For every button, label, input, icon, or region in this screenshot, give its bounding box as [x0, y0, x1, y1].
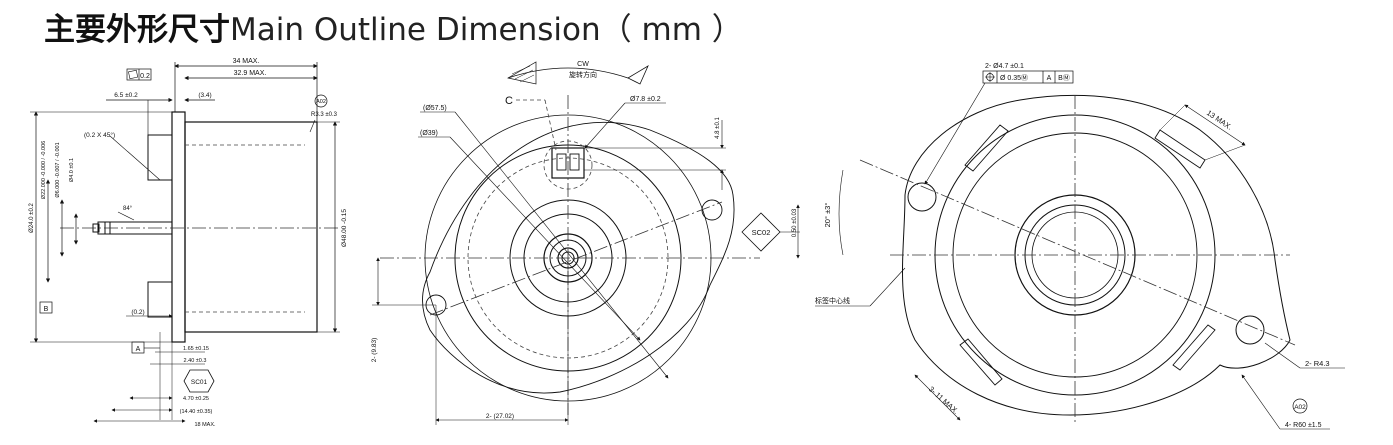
flatness-symbol-icon: [128, 69, 139, 80]
dim-1-65: 1.65 ±0.15: [183, 346, 209, 352]
dim-r60: 4- R60 ±1.5: [1285, 422, 1322, 429]
note-chamfer: (0.2 X 45°): [84, 131, 115, 139]
front-view: CW 旋转方向 C (Ø57.5) (Ø39) Ø7.8 ±0.2 4.8 ±0…: [371, 61, 800, 425]
position-tolerance-frame: [982, 70, 1074, 84]
rotation-arrow-head-icon: [627, 65, 649, 85]
tag-a02-icon: [314, 94, 328, 108]
label-c: C: [505, 95, 513, 107]
datum-b-box: [39, 301, 53, 314]
tab-top-right: [1154, 129, 1206, 169]
dim-dia-24: Ø24.0 ±0.2: [29, 203, 35, 233]
label-centerline: 标签中心线: [815, 296, 850, 305]
back-flange-outline: [902, 94, 1291, 416]
dim-14-40: (14.40 ±0.35): [180, 409, 213, 415]
sc01-label: SC01: [191, 379, 208, 386]
dim-dia-4: Ø4.0 ±0.1: [69, 158, 75, 182]
rotation-direction-label: 旋转方向: [569, 70, 597, 79]
dim-body-max: 32.9 MAX.: [234, 70, 267, 77]
dim-r3-3: R3.3 ±0.3: [311, 112, 338, 118]
boss-top: [147, 134, 173, 181]
flatness-value: 0.2: [140, 73, 150, 80]
dim-0-2: (0.2): [131, 309, 144, 316]
position-datum-a: A: [1047, 75, 1052, 82]
sc01-badge: [183, 369, 215, 393]
datum-a-label: A: [136, 346, 141, 353]
dim-9-83: 2- (9.83): [371, 338, 378, 363]
dim-2-40: 2.40 ±0.3: [184, 358, 207, 364]
dim-dia-6: Ø6.000 -0.007 / -0.001: [55, 142, 61, 197]
note-holes: 2- Ø4.7 ±0.1: [985, 63, 1024, 70]
title-english: Main Outline Dimension（ mm ）: [230, 12, 743, 48]
tab-top-left: [964, 124, 1009, 172]
dim-0-50: 0.50 ±0.03: [792, 208, 798, 237]
datum-b-label: B: [44, 306, 49, 313]
side-view: 34 MAX. 32.9 MAX. 0.2 6.5 ±0.2 (3.4) (0.…: [29, 58, 348, 428]
cw-label: CW: [577, 61, 589, 68]
front-flange-outline: [422, 121, 735, 394]
title-chinese: 主要外形尺寸: [44, 12, 230, 48]
motor-body: [184, 121, 318, 333]
dim-dia-22: Ø22.000 -0.000 / -0.006: [41, 141, 47, 199]
boss-bottom: [147, 281, 173, 318]
dim-overall-max: 34 MAX.: [233, 58, 260, 65]
position-tolerance-value: Ø 0.35Ⓜ: [1000, 74, 1028, 82]
dim-27-02: 2- (27.02): [486, 413, 514, 420]
sc02-label: SC02: [752, 228, 771, 237]
tab-bottom-right: [1172, 324, 1216, 371]
back-view: 2- Ø4.7 ±0.1 Ø 0.35Ⓜ A BⓂ 13 MAX. 20° ±3…: [815, 63, 1345, 430]
flange: [171, 111, 186, 343]
dim-angle-84: 84°: [123, 206, 133, 212]
dim-r4-3: 2- R4.3: [1305, 359, 1330, 368]
dim-4-70: 4.70 ±0.25: [183, 396, 209, 402]
datum-a-box: [131, 341, 145, 354]
dim-18-max: 18 MAX.: [194, 422, 216, 428]
dim-dia-48: Ø48.00 -0.15: [341, 209, 348, 247]
dim-angle-20: 20° ±3°: [823, 203, 832, 228]
dim-3-4: (3.4): [198, 92, 211, 99]
back-hole-right: [1235, 315, 1265, 345]
dim-11-max: 3- 11 MAX.: [927, 384, 960, 415]
dim-dia-57-5: (Ø57.5): [423, 105, 447, 112]
tag-a02-label: A02: [316, 99, 326, 105]
sc02-badge: [741, 212, 781, 252]
dim-6-5: 6.5 ±0.2: [114, 92, 138, 99]
position-datum-bm: BⓂ: [1058, 74, 1070, 82]
page-title: 主要外形尺寸Main Outline Dimension（ mm ）: [44, 10, 743, 50]
dim-dia-7-8: Ø7.8 ±0.2: [630, 96, 661, 103]
dim-dia-39: (Ø39): [420, 130, 438, 137]
rotation-arrow-tail-icon: [507, 61, 537, 85]
back-hole-left: [907, 182, 937, 212]
back-tag-a02-icon: [1292, 398, 1308, 414]
back-tag-a02-label: A02: [1294, 404, 1306, 411]
tab-bottom-left: [959, 338, 1003, 386]
dim-4-8: 4.8 ±0.1: [715, 117, 721, 139]
